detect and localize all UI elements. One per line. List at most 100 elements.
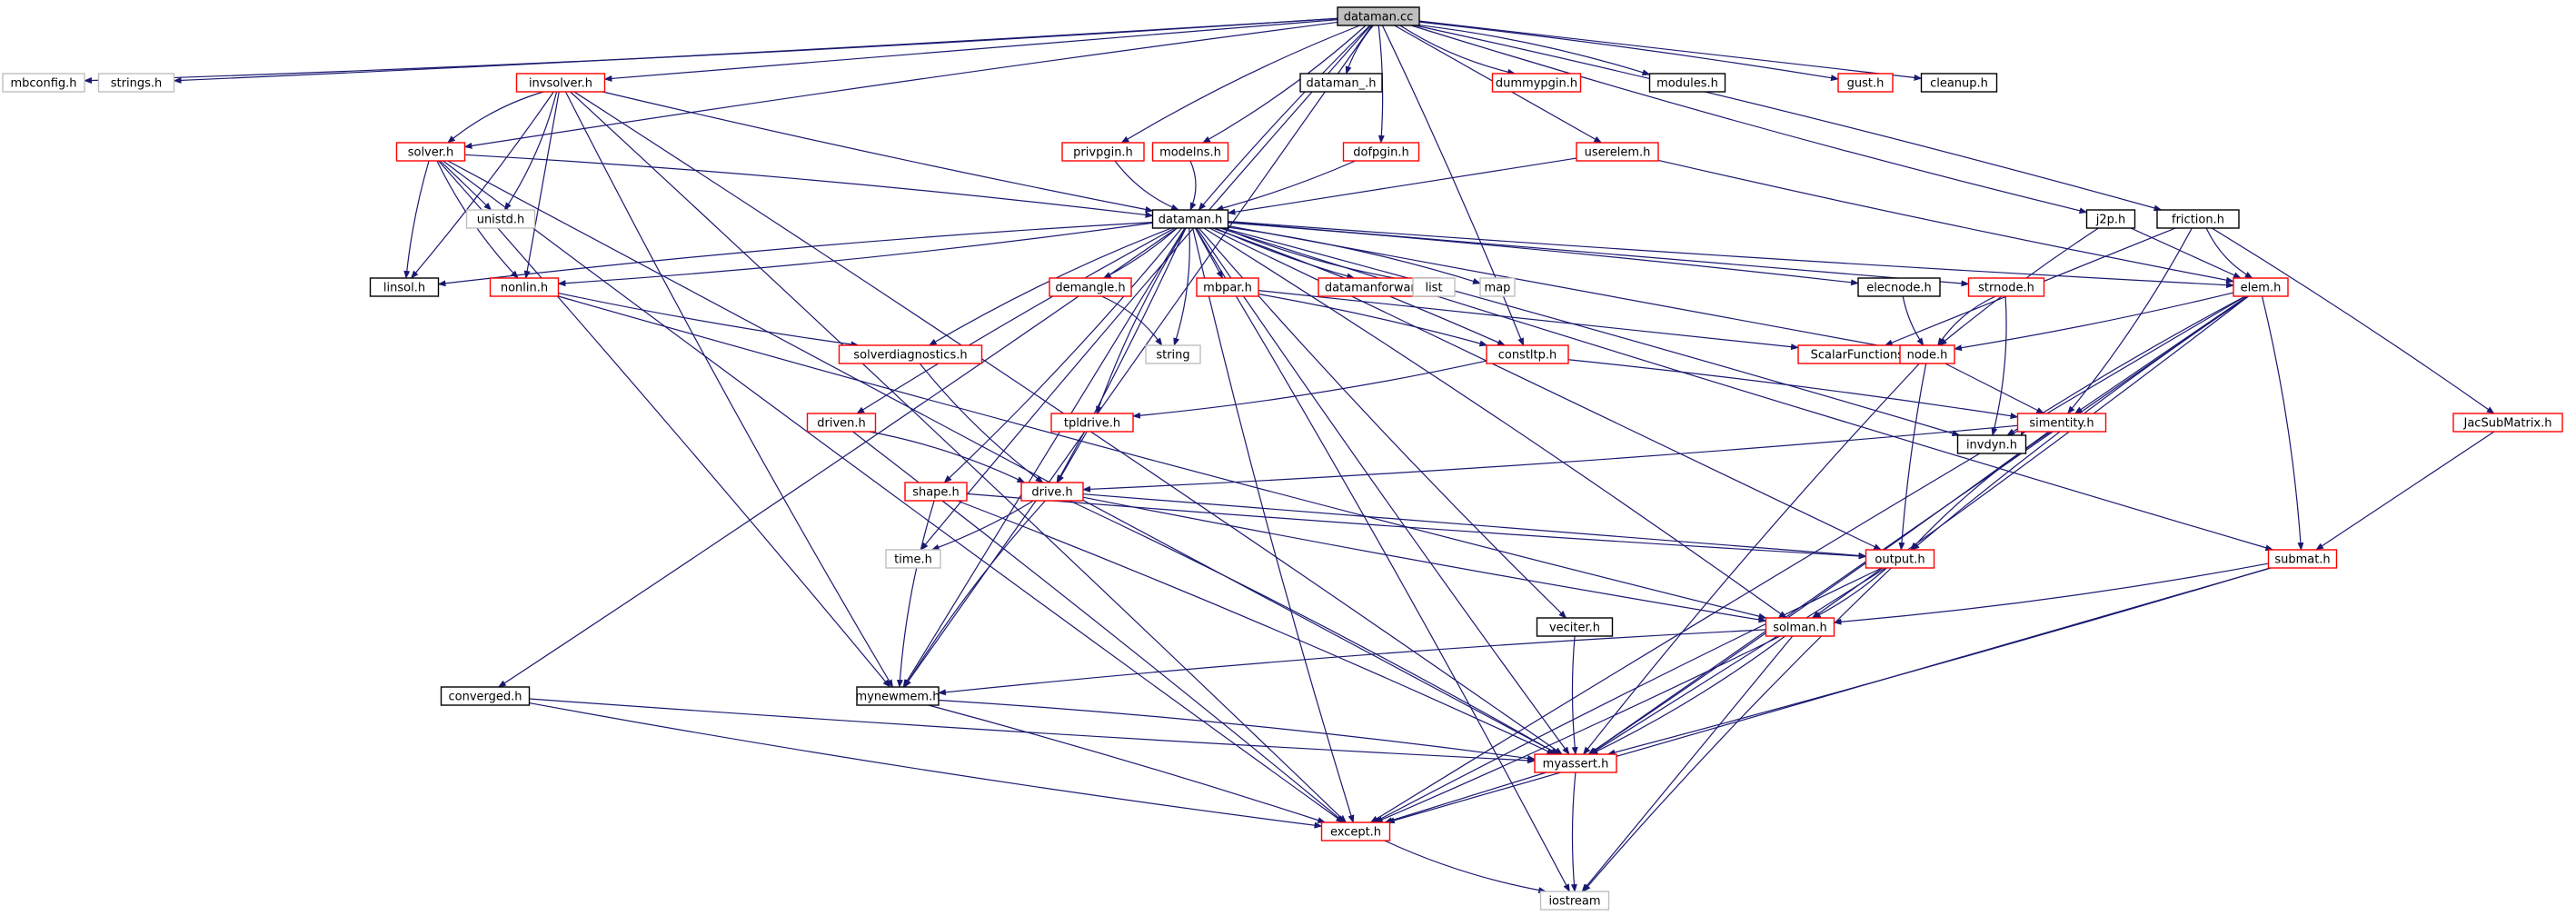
node-dataman-cc[interactable]: dataman.cc — [1337, 6, 1420, 26]
node-constltp-h[interactable]: constltp.h — [1486, 344, 1569, 364]
node-box — [1865, 549, 1935, 569]
edge-dataman-cc-to-constltp-h — [1381, 25, 1525, 346]
edge-drive-h-to-myassert-h — [1069, 500, 1559, 755]
node-nonlin-h[interactable]: nonlin.h — [489, 277, 560, 297]
node-box — [1050, 413, 1134, 433]
node-label: iostream — [1548, 895, 1600, 909]
edge-shape-h-to-mynewmem-h — [896, 500, 935, 688]
node-box — [1479, 277, 1516, 297]
edge-mbpar-h-to-constltp-h — [1258, 294, 1488, 347]
node-iostream[interactable]: iostream — [1539, 891, 1610, 911]
node-box — [1967, 277, 2045, 297]
node-box — [489, 277, 560, 297]
node-mbconfig-h[interactable]: mbconfig.h — [2, 73, 85, 93]
node-label: output.h — [1875, 553, 1925, 567]
node-label: modelns.h — [1159, 146, 1221, 160]
edge-invsolver-h-to-linsol-h — [411, 91, 554, 279]
edge-dataman-cc-to-time-h — [920, 25, 1371, 551]
edge-output-h-to-except-h — [1373, 567, 1883, 823]
node-dummypgin-h[interactable]: dummypgin.h — [1491, 73, 1582, 93]
node-modules-h[interactable]: modules.h — [1648, 73, 1726, 93]
node-linsol-h[interactable]: linsol.h — [369, 277, 440, 297]
node-list[interactable]: list — [1412, 277, 1456, 297]
edge-solver-h-to-except-h — [443, 160, 1345, 823]
edge-dataman-cc-to-privpgin-h — [1120, 25, 1360, 144]
node-label: dataman.h — [1159, 214, 1223, 227]
edge-elem-h-to-solman-h — [1811, 295, 2249, 619]
node-gust-h[interactable]: gust.h — [1837, 73, 1894, 93]
node-scalarfunctions-h[interactable]: ScalarFunctions.h — [1797, 344, 1928, 364]
node-dataman--h[interactable]: dataman_.h — [1299, 73, 1383, 93]
edge-invsolver-h-to-nonlin-h — [523, 91, 560, 279]
node-datamanforward-h[interactable]: datamanforward.h — [1318, 277, 1441, 297]
node-box — [2267, 549, 2338, 569]
edge-strnode-h-to-invdyn-h — [1991, 295, 2007, 436]
node-box — [1049, 277, 1132, 297]
node-label: cleanup.h — [1930, 77, 1988, 91]
node-solverdiagnostics-h[interactable]: solverdiagnostics.h — [838, 344, 983, 364]
node-elecnode-h[interactable]: elecnode.h — [1857, 277, 1941, 297]
node-myassert-h[interactable]: myassert.h — [1534, 753, 1617, 773]
node-box — [1337, 6, 1420, 26]
edge-drive-h-to-solman-h — [1082, 496, 1767, 623]
node-invdyn-h[interactable]: invdyn.h — [1956, 434, 2027, 454]
node-userelem-h[interactable]: userelem.h — [1576, 142, 1659, 162]
node-drive-h[interactable]: drive.h — [1020, 482, 1084, 502]
node-label: elem.h — [2241, 282, 2282, 295]
node-cleanup-h[interactable]: cleanup.h — [1920, 73, 1998, 93]
node-except-h[interactable]: except.h — [1320, 821, 1391, 841]
node-string[interactable]: string — [1145, 344, 1201, 364]
node-tpldrive-h[interactable]: tpldrive.h — [1050, 413, 1134, 433]
node-label: drive.h — [1031, 486, 1072, 500]
node-j2p-h[interactable]: j2p.h — [2085, 209, 2136, 229]
edge-shape-h-to-output-h — [966, 493, 1867, 560]
edge-solman-h-to-except-h — [1374, 635, 1781, 823]
node-box — [2016, 413, 2107, 433]
node-strnode-h[interactable]: strnode.h — [1967, 277, 2045, 297]
node-submat-h[interactable]: submat.h — [2267, 549, 2338, 569]
node-demangle-h[interactable]: demangle.h — [1049, 277, 1132, 297]
node-mynewmem-h[interactable]: mynewmem.h — [856, 686, 940, 706]
edge-tpldrive-h-to-drive-h — [1057, 431, 1088, 483]
edge-converged-h-to-myassert-h — [529, 698, 1536, 764]
edge-drive-h-to-output-h — [1082, 493, 1867, 559]
node-map[interactable]: map — [1479, 277, 1516, 297]
edge-except-h-to-iostream — [1384, 840, 1547, 894]
node-label: driven.h — [817, 417, 866, 431]
edge-privpgin-h-to-dataman-h — [1114, 160, 1179, 211]
edge-userelem-h-to-dataman-h — [1227, 157, 1577, 215]
node-time-h[interactable]: time.h — [885, 549, 941, 569]
node-node-h[interactable]: node.h — [1899, 344, 1955, 364]
edge-friction-h-to-simentity-h — [2067, 227, 2193, 414]
node-dofpgin-h[interactable]: dofpgin.h — [1342, 142, 1420, 162]
node-box — [1491, 73, 1582, 93]
edge-dataman-cc-to-cleanup-h — [1418, 20, 1923, 81]
node-mbpar-h[interactable]: mbpar.h — [1196, 277, 1259, 297]
node-veciter-h[interactable]: veciter.h — [1536, 617, 1614, 637]
node-box — [1299, 73, 1383, 93]
node-shape-h[interactable]: shape.h — [904, 482, 968, 502]
node-unistd-h[interactable]: unistd.h — [465, 209, 536, 229]
node-dataman-h[interactable]: dataman.h — [1151, 209, 1229, 229]
node-box — [1536, 617, 1614, 637]
node-elem-h[interactable]: elem.h — [2233, 277, 2289, 297]
edge-invsolver-h-to-unistd-h — [503, 91, 558, 211]
node-simentity-h[interactable]: simentity.h — [2016, 413, 2107, 433]
node-modelns-h[interactable]: modelns.h — [1151, 142, 1229, 162]
node-driven-h[interactable]: driven.h — [806, 413, 877, 433]
node-privpgin-h[interactable]: privpgin.h — [1061, 142, 1145, 162]
edge-simentity-h-to-myassert-h — [1587, 431, 2050, 755]
node-output-h[interactable]: output.h — [1865, 549, 1935, 569]
edge-friction-h-to-jacsubmatrix-h — [2211, 227, 2495, 414]
node-jacsubmatrix-h[interactable]: JacSubMatrix.h — [2452, 413, 2563, 433]
node-invsolver-h[interactable]: invsolver.h — [515, 73, 606, 93]
node-strings-h[interactable]: strings.h — [97, 73, 175, 93]
node-solver-h[interactable]: solver.h — [395, 142, 466, 162]
edge-dataman-h-to-drive-h — [1056, 227, 1187, 483]
node-friction-h[interactable]: friction.h — [2156, 209, 2240, 229]
edge-dataman-h-to-elem-h — [1228, 221, 2234, 289]
node-solman-h[interactable]: solman.h — [1765, 617, 1835, 637]
node-label: strnode.h — [1978, 282, 2034, 295]
node-converged-h[interactable]: converged.h — [440, 686, 531, 706]
edge-strnode-h-to-node-h — [1937, 295, 1996, 346]
